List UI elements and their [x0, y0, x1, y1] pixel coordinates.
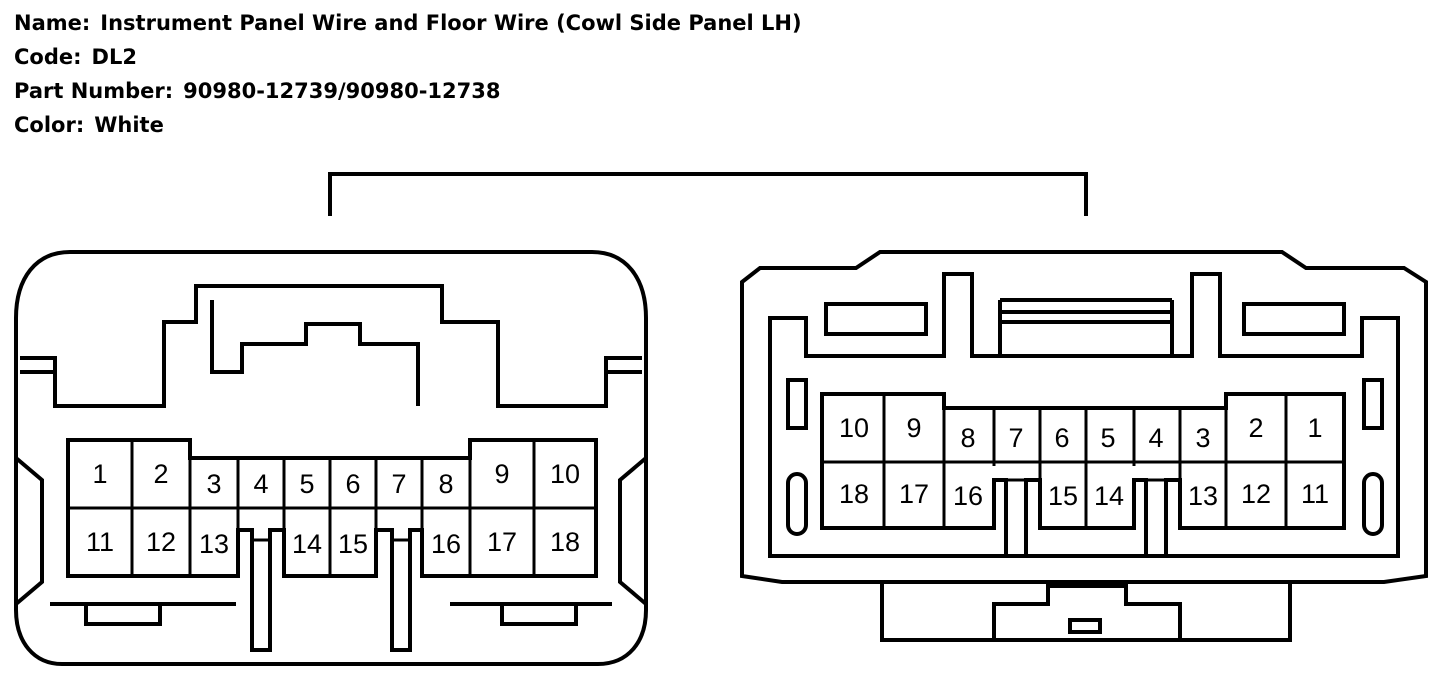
right-connector-housing	[740, 250, 1428, 584]
right-pin-7: 7	[1008, 423, 1023, 453]
left-connector-housing	[14, 250, 648, 666]
left-lock-tab	[210, 300, 420, 406]
left-bottom-slots	[84, 606, 578, 626]
right-pin-14: 14	[1094, 481, 1124, 511]
left-pin-12: 12	[146, 527, 176, 557]
color-label: Color:	[14, 113, 85, 137]
right-slot-right	[1242, 302, 1346, 336]
right-pin-labels: 10 9 8 7 6 5 4 3 2 1 18 17 16 15 14 13 1…	[839, 413, 1329, 511]
right-pin-2: 2	[1248, 413, 1263, 443]
right-pin-10: 10	[839, 413, 869, 443]
right-pin-1: 1	[1307, 413, 1322, 443]
left-lock-outline	[20, 284, 642, 408]
right-side-slot-lower-left	[786, 472, 808, 536]
left-pin-16: 16	[431, 529, 461, 559]
left-pin-5: 5	[299, 469, 314, 499]
right-pin-17: 17	[899, 479, 929, 509]
right-pin-5: 5	[1100, 423, 1115, 453]
right-pin-8: 8	[960, 423, 975, 453]
right-pin-12: 12	[1241, 479, 1271, 509]
left-pin-9: 9	[494, 459, 509, 489]
right-side-slot-lower-right	[1362, 472, 1384, 536]
left-pin-14: 14	[292, 529, 322, 559]
right-pin-9: 9	[906, 413, 921, 443]
right-pin-18: 18	[839, 479, 869, 509]
color-line: Color: White	[14, 108, 802, 142]
code-value: DL2	[91, 45, 137, 69]
name-value: Instrument Panel Wire and Floor Wire (Co…	[100, 11, 802, 35]
right-pin-16: 16	[953, 481, 983, 511]
right-pin-4: 4	[1148, 423, 1163, 453]
part-number-line: Part Number: 90980-12739/90980-12738	[14, 74, 802, 108]
right-bottom-lock-key	[1068, 618, 1102, 634]
left-pin-10: 10	[550, 459, 580, 489]
right-pin-11: 11	[1301, 479, 1329, 509]
right-bottom-lock	[880, 582, 1292, 642]
part-number-label: Part Number:	[14, 79, 174, 103]
left-pin-6: 6	[345, 469, 360, 499]
left-pin-labels: 1 2 3 4 5 6 7 8 9 10 11 12 13 14 15 16 1…	[86, 459, 580, 559]
right-pin-6: 6	[1054, 423, 1069, 453]
left-pin-8: 8	[438, 469, 453, 499]
right-lock-rails	[998, 298, 1174, 356]
left-pin-15: 15	[338, 529, 368, 559]
right-side-slot-upper-left	[786, 378, 808, 430]
right-inner-outline	[768, 272, 1400, 558]
left-pin-2: 2	[153, 459, 168, 489]
code-line: Code: DL2	[14, 40, 802, 74]
right-bottom-lock-tab	[992, 584, 1182, 640]
left-pin-3: 3	[206, 469, 221, 499]
right-pin-grid	[820, 392, 1346, 558]
left-pin-4: 4	[253, 469, 268, 499]
mating-bracket	[328, 172, 1088, 216]
connector-info: Name: Instrument Panel Wire and Floor Wir…	[14, 6, 802, 142]
left-side-latch-left	[14, 456, 44, 606]
left-pin-13: 13	[199, 529, 229, 559]
right-side-slot-upper-right	[1362, 378, 1384, 430]
left-pin-18: 18	[550, 527, 580, 557]
part-number-value: 90980-12739/90980-12738	[183, 79, 501, 103]
name-line: Name: Instrument Panel Wire and Floor Wir…	[14, 6, 802, 40]
name-label: Name:	[14, 11, 91, 35]
left-side-latch-right	[618, 456, 648, 606]
code-label: Code:	[14, 45, 82, 69]
right-slot-left	[824, 302, 928, 336]
left-pin-7: 7	[391, 469, 406, 499]
right-pin-13: 13	[1188, 481, 1218, 511]
right-pin-15: 15	[1048, 481, 1078, 511]
left-pin-1: 1	[92, 459, 107, 489]
color-value: White	[94, 113, 164, 137]
left-pin-11: 11	[86, 527, 114, 557]
right-pin-3: 3	[1195, 423, 1210, 453]
left-pin-17: 17	[487, 527, 517, 557]
